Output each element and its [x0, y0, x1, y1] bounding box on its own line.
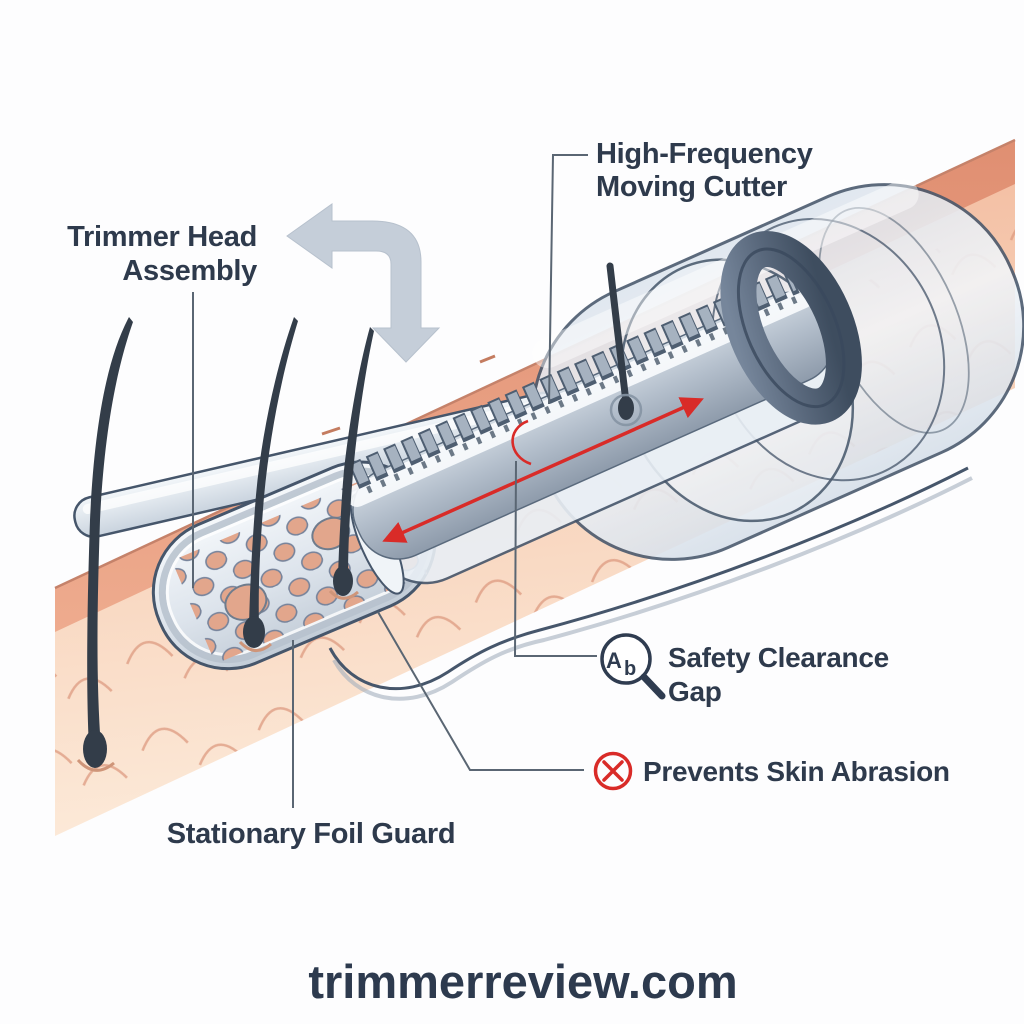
blade-serrations	[366, 291, 808, 494]
guard-frame-channel	[328, 466, 973, 701]
label-trimmer-head-line1: Trimmer Head	[67, 221, 257, 253]
leader-moving-cutter	[548, 154, 588, 405]
label-foil-guard: Stationary Foil Guard	[167, 818, 456, 850]
label-prevents-abrasion: Prevents Skin Abrasion	[643, 756, 950, 787]
leader-lines	[192, 154, 597, 808]
ab-magnifier-icon: A b	[600, 633, 666, 700]
ab-glyph-a: A	[606, 648, 622, 673]
leader-safety-gap	[513, 460, 597, 657]
ab-glyph-b: b	[624, 658, 636, 680]
oscillation-arc	[511, 419, 532, 466]
moving-cutter-bar	[346, 268, 835, 560]
leader-prevents-abrasion	[377, 611, 584, 771]
hairs	[76, 262, 643, 772]
label-safety-gap-line2: Gap	[668, 676, 722, 707]
device-body	[346, 179, 1024, 595]
hair-follicle	[83, 730, 107, 768]
hair-strand	[338, 327, 374, 578]
direction-elbow-arrow-icon	[286, 203, 441, 363]
watermark-text: trimmerreview.com	[308, 955, 737, 1008]
hair-strand	[87, 317, 133, 748]
hair-follicle	[333, 566, 353, 596]
cutter-motion-arrow	[382, 397, 704, 543]
hair-strand-in-gap	[606, 262, 630, 406]
label-moving-cutter-line1: High-Frequency	[596, 138, 813, 170]
label-trimmer-head-line2: Assembly	[122, 255, 257, 287]
label-moving-cutter-line2: Moving Cutter	[596, 171, 787, 203]
labels: High-Frequency Moving Cutter Trimmer Hea…	[67, 138, 950, 850]
no-abrasion-icon	[593, 751, 633, 791]
hair-strand	[249, 317, 298, 628]
label-safety-gap-line1: Safety Clearance	[668, 642, 889, 673]
hair-tip	[618, 396, 634, 420]
hair-follicle	[243, 616, 265, 648]
